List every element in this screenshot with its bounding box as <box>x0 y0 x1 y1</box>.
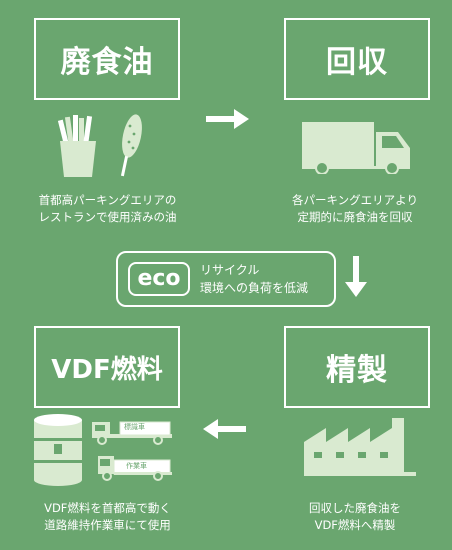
step-vdf-fuel-caption-line2: 道路維持作業車にて使用 <box>44 518 171 532</box>
step-vdf-fuel-caption-line1: VDF燃料を首都高で動く <box>44 501 171 515</box>
left-arrow-icon <box>203 419 246 439</box>
recycle-text: リサイクル 環境への負荷を低減 <box>200 261 308 297</box>
sign-truck-label: 標識車 <box>124 423 145 431</box>
sign-truck-icon <box>92 421 172 445</box>
factory-icon <box>304 418 416 476</box>
step-waste-oil-caption-line1: 首都高パーキングエリアの <box>38 193 177 207</box>
step-waste-oil-box: 廃食油 <box>34 18 180 100</box>
work-truck-icon <box>98 456 172 481</box>
delivery-truck-icon <box>302 122 410 174</box>
step-vdf-fuel-caption: VDF燃料を首都高で動く 道路維持作業車にて使用 <box>0 500 215 534</box>
step-refining-caption-line1: 回収した廃食油を <box>309 501 401 515</box>
right-arrow-icon <box>206 109 249 129</box>
recycle-line1: リサイクル <box>200 263 260 277</box>
step-waste-oil-caption-line2: レストランで使用済みの油 <box>38 210 177 224</box>
step-refining-title: 精製 <box>326 353 388 388</box>
step-waste-oil-caption: 首都高パーキングエリアの レストランで使用済みの油 <box>0 192 215 226</box>
step-collection-caption-line1: 各パーキングエリアより <box>292 193 418 207</box>
fuel-barrel-icon <box>34 414 82 486</box>
step-collection-caption-line2: 定期的に廃食油を回収 <box>297 210 413 224</box>
step-collection-box: 回収 <box>284 18 430 100</box>
step-vdf-fuel-title: VDF燃料 <box>51 354 163 385</box>
step-vdf-fuel-box: VDF燃料 <box>34 326 180 408</box>
work-truck-label: 作業車 <box>126 462 147 470</box>
step-collection-caption: 各パーキングエリアより 定期的に廃食油を回収 <box>250 192 452 226</box>
recycle-box: eco リサイクル 環境への負荷を低減 <box>116 251 336 307</box>
eco-badge: eco <box>128 262 190 296</box>
french-fries-icon <box>58 115 96 177</box>
down-arrow-icon <box>345 256 367 297</box>
recycle-line2: 環境への負荷を低減 <box>200 281 309 295</box>
step-waste-oil-title: 廃食油 <box>60 45 154 80</box>
step-refining-box: 精製 <box>284 326 430 408</box>
corn-dog-icon <box>120 114 142 177</box>
step-refining-caption: 回収した廃食油を VDF燃料へ精製 <box>250 500 452 534</box>
step-refining-caption-line2: VDF燃料へ精製 <box>314 518 396 532</box>
step-collection-title: 回収 <box>326 45 388 80</box>
